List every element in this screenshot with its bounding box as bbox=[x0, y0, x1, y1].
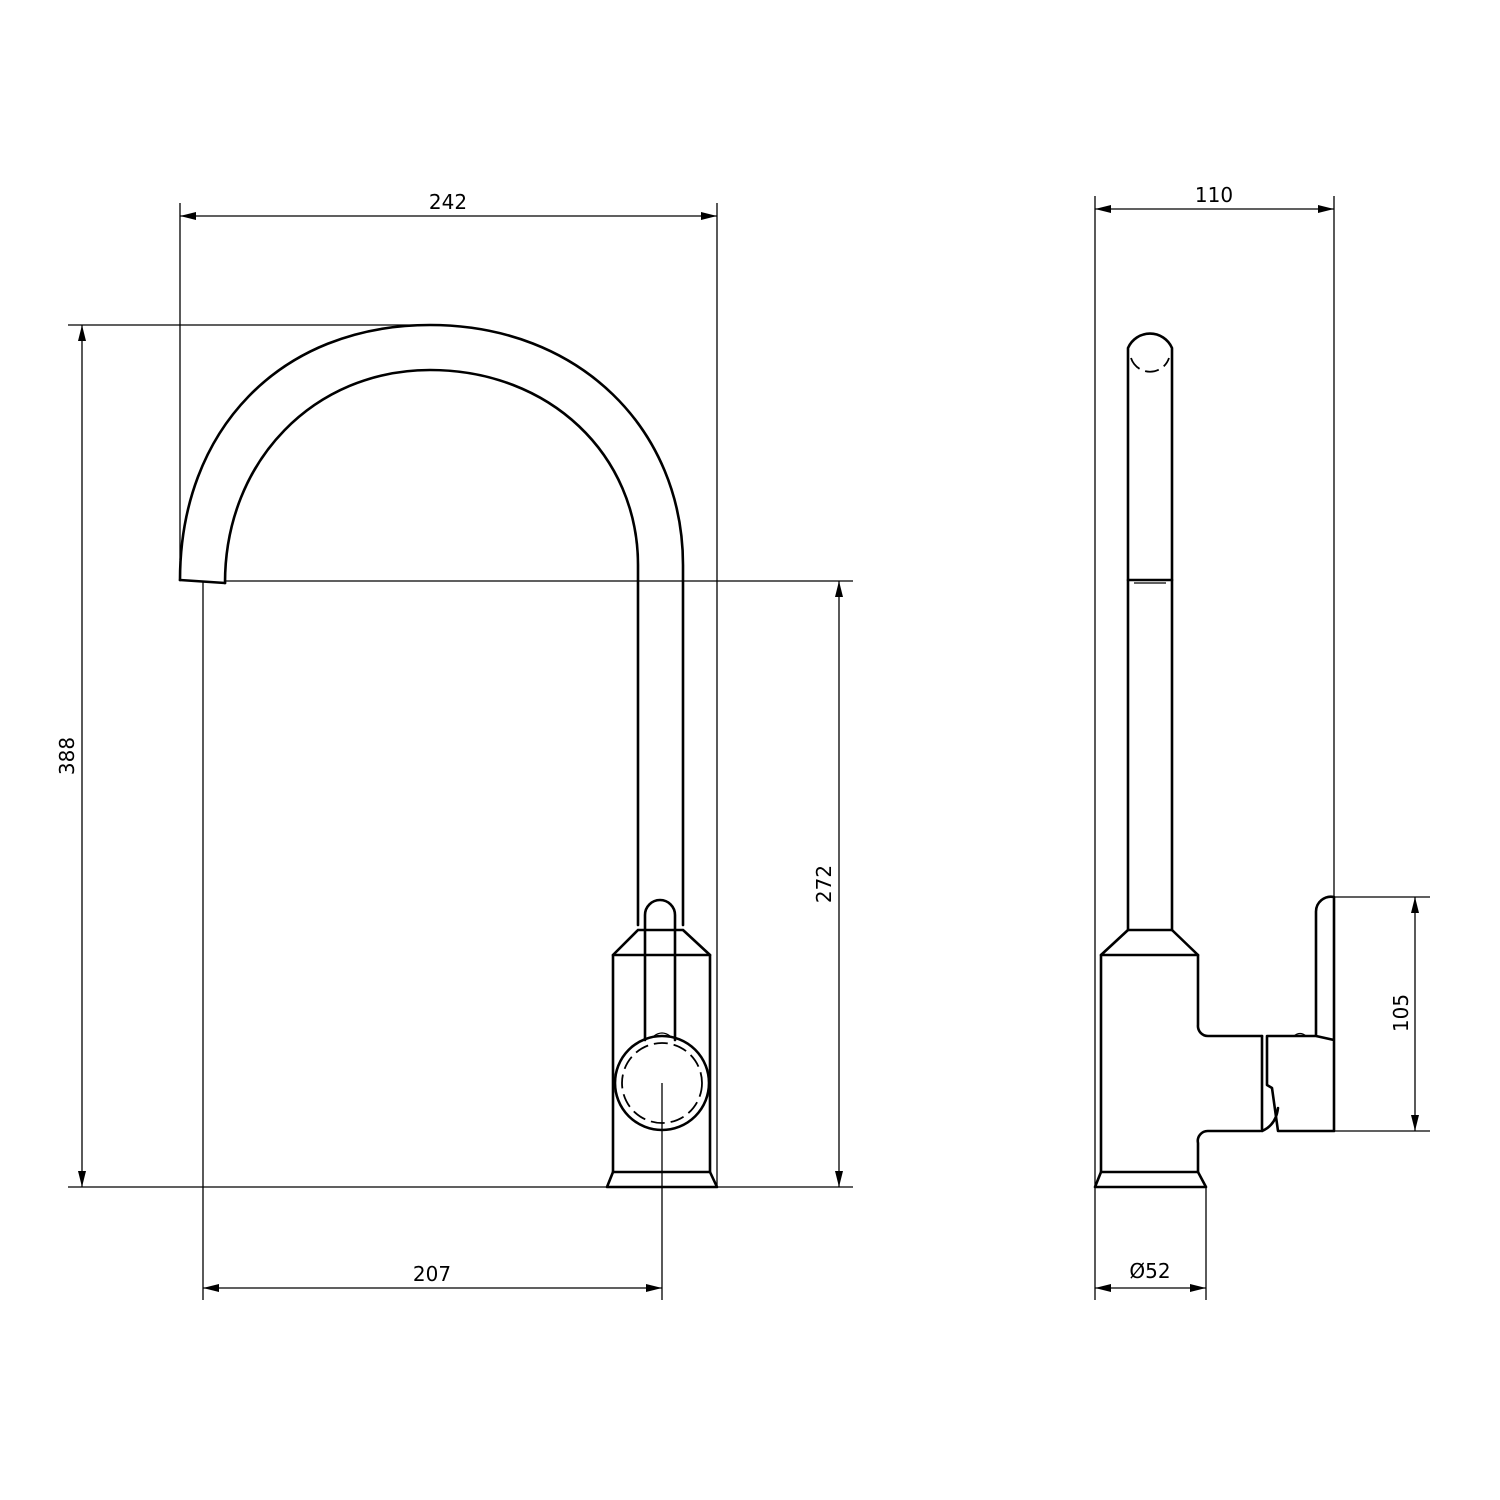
dim-label-388: 388 bbox=[55, 737, 79, 775]
dim-label-207: 207 bbox=[413, 1262, 451, 1286]
spout-outer-contour bbox=[178, 323, 685, 927]
dimension-spout-to-center: 207 bbox=[203, 1262, 662, 1292]
dim-label-105: 105 bbox=[1389, 994, 1413, 1032]
front-view: 242 388 272 207 bbox=[55, 190, 853, 1300]
side-body-cone bbox=[1099, 928, 1200, 957]
spout-outlet bbox=[178, 578, 227, 585]
spout-inner-contour bbox=[223, 368, 640, 927]
dim-label-diameter-52: Ø52 bbox=[1129, 1259, 1170, 1283]
dimension-handle-height: 105 bbox=[1389, 897, 1419, 1131]
side-handle bbox=[1260, 895, 1336, 1133]
dimension-base-diameter: Ø52 bbox=[1095, 1259, 1206, 1292]
knob-notch bbox=[653, 1032, 671, 1037]
dimension-overall-depth: 110 bbox=[1095, 183, 1334, 213]
dimension-outlet-height: 272 bbox=[812, 581, 843, 1187]
side-spout-hidden-arc bbox=[1130, 357, 1170, 373]
side-base-flange bbox=[1093, 1170, 1208, 1189]
side-body bbox=[1099, 953, 1264, 1174]
lever-stem bbox=[643, 898, 677, 1042]
side-view: 110 105 Ø52 bbox=[1093, 183, 1430, 1300]
dim-label-272: 272 bbox=[812, 865, 836, 903]
side-spout-tube bbox=[1126, 332, 1174, 932]
body-cone bbox=[611, 928, 712, 957]
dimension-overall-reach: 242 bbox=[180, 190, 717, 220]
dim-label-110: 110 bbox=[1195, 183, 1233, 207]
dim-label-242: 242 bbox=[429, 190, 467, 214]
side-handle-notch bbox=[1293, 1032, 1307, 1037]
dimension-overall-height: 388 bbox=[55, 325, 86, 1187]
